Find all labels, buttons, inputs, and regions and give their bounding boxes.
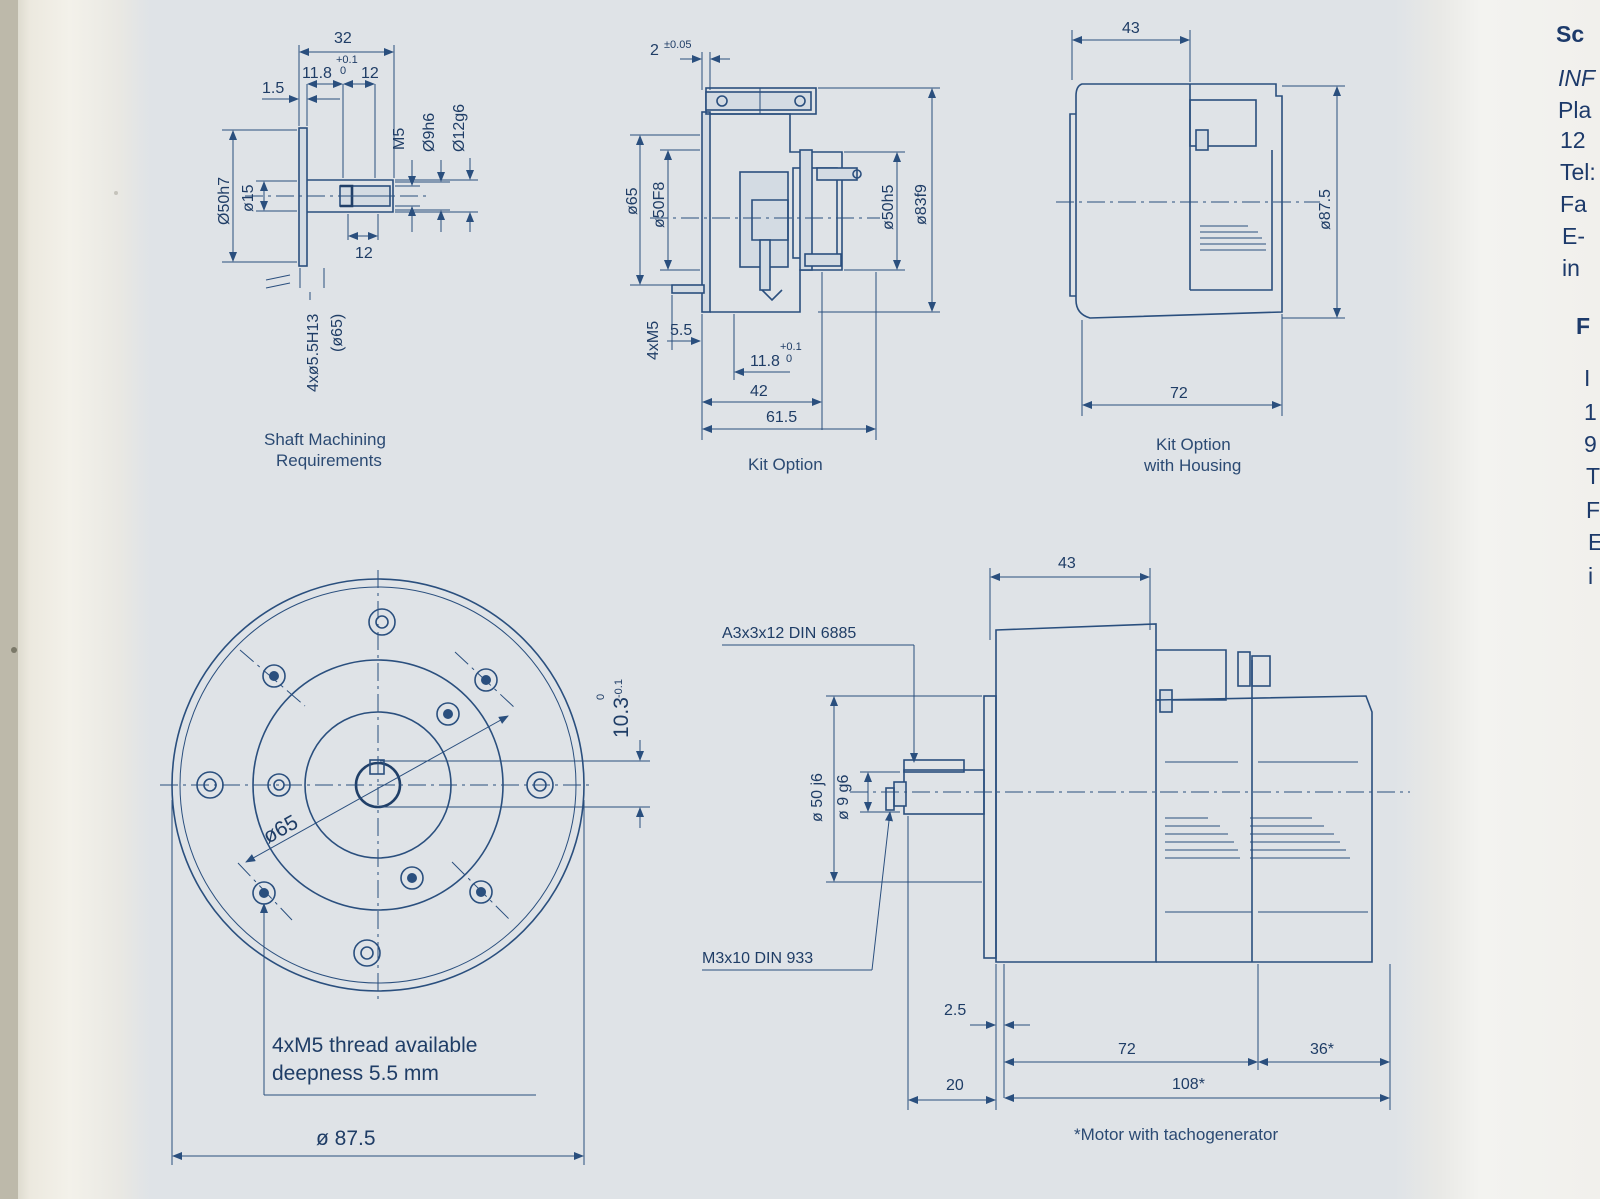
- caption-kit: Kit Option: [748, 455, 823, 474]
- kit-tol-lower: 0: [786, 353, 792, 365]
- dim-front-o87-5: ø 87.5: [316, 1127, 376, 1150]
- dim-housing-72: 72: [1170, 385, 1188, 402]
- dim-11-8: 11.8: [302, 65, 332, 82]
- front-tol-lower: -0.1: [613, 679, 625, 698]
- caption-shaft-line2: Requirements: [276, 451, 382, 470]
- dim-20: 20: [946, 1077, 964, 1094]
- dim-42: 42: [750, 383, 768, 400]
- vent-slots-2: [1250, 817, 1350, 859]
- svg-text:E: E: [1588, 529, 1600, 555]
- dim-12-top: 12: [361, 65, 379, 82]
- dim-m5: M5: [391, 128, 408, 150]
- housing-drawing: 43 ø87.5 72 Kit Option with Housing: [1056, 20, 1345, 475]
- svg-text:9: 9: [1584, 431, 1597, 457]
- dim-side-43: 43: [1058, 555, 1076, 572]
- svg-text:1: 1: [1584, 399, 1597, 425]
- svg-text:INF: INF: [1558, 65, 1597, 91]
- dim-o9g6: ø 9 g6: [835, 775, 852, 820]
- dim-o15: ø15: [240, 184, 257, 212]
- outer-holes: [196, 608, 554, 967]
- dim-o65: ø65: [624, 187, 641, 215]
- svg-text:Pla: Pla: [1558, 97, 1591, 123]
- inner-holes: [252, 664, 498, 905]
- dim-32: 32: [334, 30, 352, 47]
- svg-text:E-: E-: [1562, 223, 1585, 249]
- dim-housing-o87-5: ø87.5: [1317, 189, 1334, 230]
- right-page-fragment: Sc INF Pla 12 Tel: Fa E- in F I 1 9 T F …: [1556, 21, 1600, 589]
- dim-o9h6: Ø9h6: [421, 113, 438, 152]
- dim-holes: 4xø5.5H13: [305, 314, 322, 392]
- caption-housing-line1: Kit Option: [1156, 435, 1231, 454]
- shaft-machining-drawing: 32 1.5 11.8 +0.1 0 12 12 M5 Ø9h6 Ø12g6: [216, 30, 478, 470]
- svg-text:i: i: [1588, 563, 1593, 589]
- label-key-din6885: A3x3x12 DIN 6885: [722, 625, 856, 642]
- front-tol-upper: 0: [595, 694, 607, 700]
- dim-o50j6: ø 50 j6: [809, 773, 826, 822]
- dim-o83f9: ø83f9: [913, 184, 930, 225]
- dim-61-5: 61.5: [766, 409, 797, 426]
- note-motor-tachogenerator: *Motor with tachogenerator: [1074, 1125, 1278, 1144]
- binding-shadow: [0, 0, 18, 1199]
- dim-36: 36*: [1310, 1041, 1334, 1058]
- vent-slots-1: [1165, 817, 1240, 859]
- dim-o50h7: Ø50h7: [216, 177, 233, 225]
- dim-o65-paren: (ø65): [329, 314, 346, 352]
- svg-text:F: F: [1586, 497, 1600, 523]
- dim-1-5: 1.5: [262, 80, 284, 97]
- staple-mark: [11, 647, 17, 653]
- dim-4xm5: 4xM5: [645, 321, 662, 360]
- svg-text:T: T: [1586, 463, 1600, 489]
- svg-text:12: 12: [1560, 127, 1586, 153]
- dim-o12g6: Ø12g6: [451, 104, 468, 152]
- svg-text:in: in: [1562, 255, 1580, 281]
- dim-2-5: 2.5: [944, 1002, 966, 1019]
- dim-108: 108*: [1172, 1076, 1205, 1093]
- svg-text:Tel:: Tel:: [1560, 159, 1596, 185]
- note-thread-line1: 4xM5 thread available: [272, 1034, 477, 1057]
- motor-body: [995, 623, 1157, 963]
- dim-o50h5: ø50h5: [880, 185, 897, 230]
- dim-side-72: 72: [1118, 1041, 1136, 1058]
- caption-shaft-line1: Shaft Machining: [264, 430, 386, 449]
- label-screw-din933: M3x10 DIN 933: [702, 950, 813, 967]
- caption-housing-line2: with Housing: [1143, 456, 1241, 475]
- tol-upper: +0.1: [336, 54, 358, 66]
- kit-tol-upper: +0.1: [780, 341, 802, 353]
- svg-text:I: I: [1584, 365, 1590, 391]
- dim-10-3: 10.3: [610, 697, 633, 738]
- dim-12-bottom: 12: [355, 245, 373, 262]
- dim-5-5: 5.5: [670, 322, 692, 339]
- right-heading-2: F: [1576, 313, 1590, 339]
- flange-plate: [298, 127, 308, 267]
- dim-housing-43: 43: [1122, 20, 1140, 37]
- svg-text:Fa: Fa: [1560, 191, 1587, 217]
- note-thread-line2: deepness 5.5 mm: [272, 1062, 439, 1085]
- dim-2: 2: [650, 42, 659, 59]
- tol-lower: 0: [340, 65, 346, 77]
- motor-side-view: 43 A3x3x12 DIN 6885 ø 50 j6 ø 9 g6 M3x10…: [702, 555, 1410, 1144]
- front-view-drawing: ø65 10.3 0 -0.1 4xM5 thread available de…: [160, 570, 650, 1165]
- dim-2-tol: ±0.05: [664, 39, 691, 51]
- dim-o50f8: ø50F8: [651, 182, 668, 228]
- right-heading-1: Sc: [1556, 21, 1584, 47]
- dim-kit-11-8: 11.8: [750, 353, 780, 370]
- kit-option-drawing: 2 ±0.05 ø65 ø50F8 ø50h5 ø83f9 4xM5 5.5 1…: [624, 39, 940, 474]
